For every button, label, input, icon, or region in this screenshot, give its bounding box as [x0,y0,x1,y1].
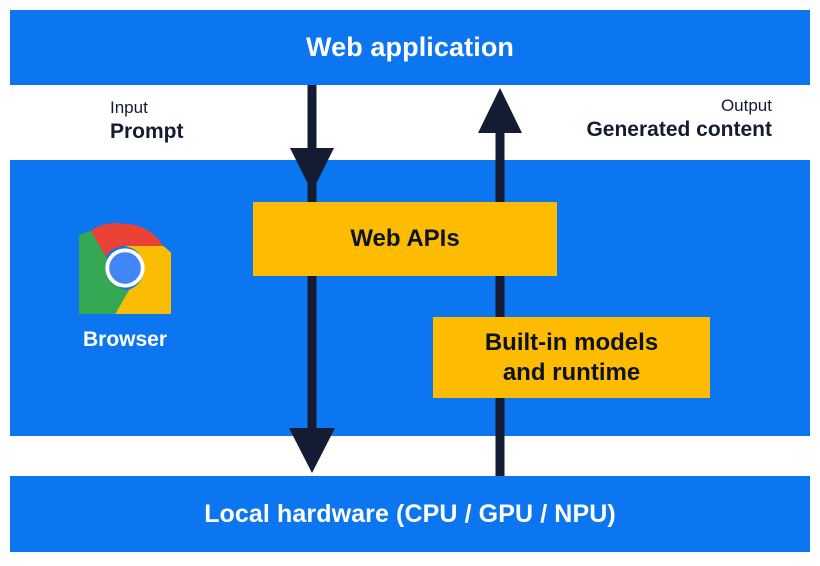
component-web-apis-label: Web APIs [350,225,460,253]
browser-badge-label: Browser [82,328,168,351]
layer-web-application-label: Web application [305,32,515,62]
flow-output-kind: Output [720,96,772,115]
layer-web-application: Web application [10,10,810,85]
flow-input-kind: Input [110,98,148,117]
browser-badge: Browser [40,222,210,352]
component-web-apis: Web APIs [253,202,557,276]
chrome-logo-icon [79,222,171,314]
layer-local-hardware-label: Local hardware (CPU / GPU / NPU) [204,499,616,528]
flow-label-input: Input Prompt [110,97,184,146]
flow-label-output: Output Generated content [586,95,772,144]
flow-output-value: Generated content [586,117,772,141]
flow-input-value: Prompt [110,119,184,143]
layer-local-hardware: Local hardware (CPU / GPU / NPU) [10,476,810,552]
